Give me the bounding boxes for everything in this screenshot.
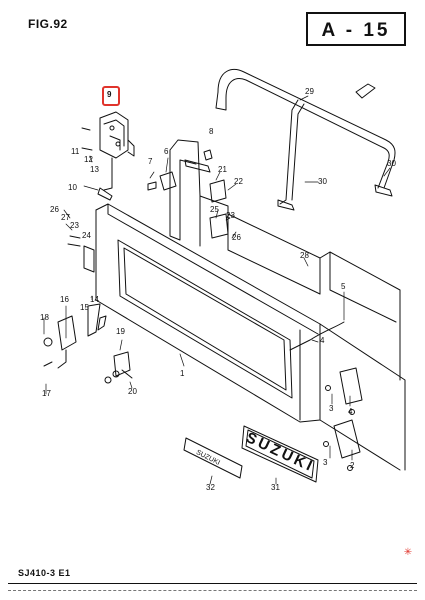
callout-17[interactable]: 17	[42, 389, 51, 398]
callout-26-left[interactable]: 26	[50, 205, 59, 214]
callout-22[interactable]: 22	[234, 177, 243, 186]
callout-23[interactable]: 23	[226, 211, 235, 220]
callout-10[interactable]: 10	[68, 183, 77, 192]
callout-30-top[interactable]: 30	[387, 159, 396, 168]
tailgate-panel	[95, 203, 406, 471]
page-code-box: A - 15	[306, 12, 406, 46]
model-code: SJ410-3 E1	[18, 568, 71, 578]
callout-28[interactable]: 28	[300, 251, 309, 260]
door-frame	[169, 139, 401, 381]
figure-label: FIG.92	[28, 17, 68, 31]
cable-and-lower-hinges	[289, 321, 363, 471]
callout-3-top[interactable]: 3	[329, 404, 334, 413]
bottom-rule	[8, 583, 417, 584]
callout-14[interactable]: 14	[90, 295, 99, 304]
upper-hinges	[147, 149, 229, 239]
callout-13[interactable]: 13	[90, 165, 99, 174]
callout-15[interactable]: 15	[80, 303, 89, 312]
callout-3-bottom[interactable]: 3	[323, 458, 328, 467]
door-lock-assembly	[81, 111, 135, 201]
leader-lines	[43, 95, 391, 485]
callout-2[interactable]: 2	[350, 461, 355, 470]
callout-19[interactable]: 19	[116, 327, 125, 336]
callout-30-mid[interactable]: 30	[318, 177, 327, 186]
callout-18[interactable]: 18	[40, 313, 49, 322]
callout-27[interactable]: 27	[61, 213, 70, 222]
callout-6[interactable]: 6	[164, 147, 169, 156]
callout-31[interactable]: 31	[271, 483, 280, 492]
badge-small	[183, 437, 243, 479]
highlighted-part-box[interactable]	[102, 86, 120, 106]
callout-32[interactable]: 32	[206, 483, 215, 492]
bottom-rule-dashed	[8, 590, 417, 591]
callout-1[interactable]: 1	[180, 369, 185, 378]
page-code: A - 15	[321, 20, 391, 41]
callout-12[interactable]: 12	[84, 155, 93, 164]
callout-4-bottom[interactable]: 4	[348, 407, 353, 416]
callout-24[interactable]: 24	[82, 231, 91, 240]
corner-mark: ✳	[403, 547, 413, 558]
callout-25[interactable]: 25	[210, 205, 219, 214]
callout-7[interactable]: 7	[148, 157, 153, 166]
callout-4-top[interactable]: 4	[320, 336, 325, 345]
callout-21[interactable]: 21	[218, 165, 227, 174]
roll-bar	[215, 69, 396, 211]
callout-23-left[interactable]: 23	[70, 221, 79, 230]
callout-11[interactable]: 11	[71, 147, 80, 156]
callout-20[interactable]: 20	[128, 387, 137, 396]
callout-9[interactable]: 9	[107, 90, 112, 99]
left-bracket	[67, 235, 95, 273]
callout-16[interactable]: 16	[60, 295, 69, 304]
badge-large	[241, 425, 319, 483]
callout-5[interactable]: 5	[341, 282, 346, 291]
handle-parts	[43, 303, 133, 384]
callout-29[interactable]: 29	[305, 87, 314, 96]
callout-26[interactable]: 26	[232, 233, 241, 242]
callout-8[interactable]: 8	[209, 127, 214, 136]
